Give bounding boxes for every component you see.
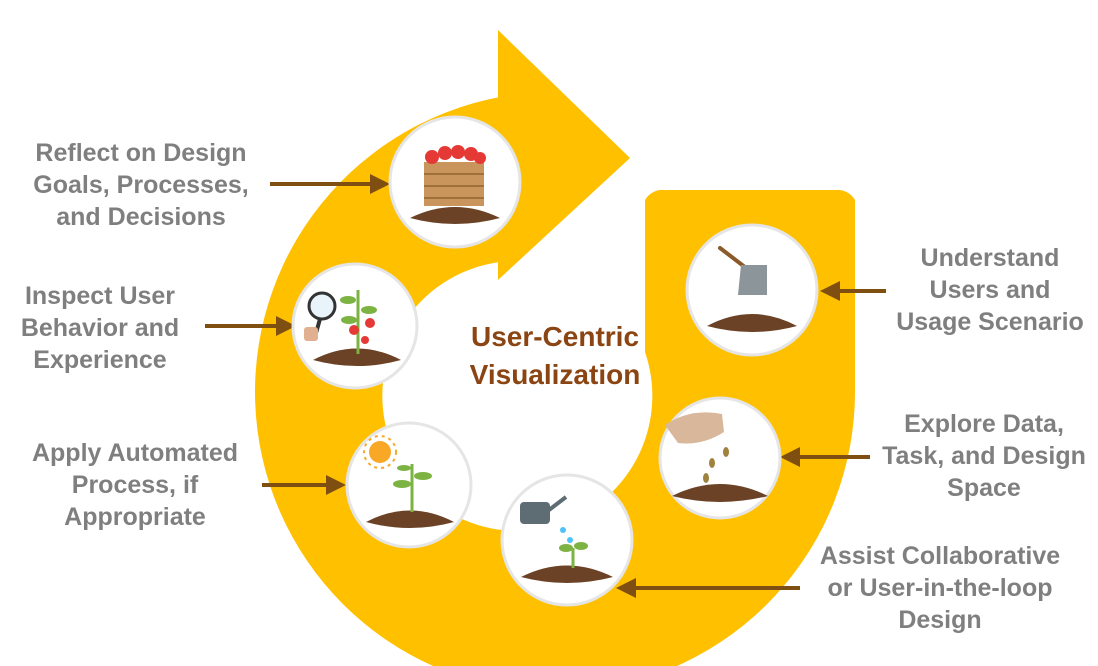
hoe-icon — [718, 246, 767, 295]
sun-icon — [363, 435, 397, 469]
plant — [393, 464, 432, 512]
stage-circle-explore — [658, 396, 782, 520]
stage-circle-inspect — [291, 262, 419, 390]
stage-circle-apply — [345, 421, 473, 549]
connector-arrows — [205, 174, 886, 598]
stage-label-explore: Explore Data, Task, and Design Space — [882, 410, 1086, 502]
stage-label-assist: Assist Collaborative or User-in-the-loop… — [819, 542, 1061, 634]
soil-mound — [410, 207, 500, 224]
harvest-basket-icon — [424, 145, 486, 206]
stage-circle-reflect — [388, 115, 522, 249]
stage-label-reflect: Reflect on Design Goals, Processes, and … — [33, 139, 249, 231]
soil-mound — [707, 314, 797, 332]
soil-mound — [521, 565, 613, 583]
soil-mound — [366, 510, 454, 528]
ring-arrow-head — [498, 30, 630, 280]
center-title: User-Centric Visualization — [469, 321, 641, 390]
plant — [340, 290, 377, 354]
magnifier-icon — [304, 291, 337, 341]
stage-label-understand: Understand Users and Usage Scenario — [896, 244, 1084, 336]
stage-circle-assist — [500, 473, 634, 607]
sprout — [559, 542, 588, 568]
stage-label-apply: Apply Automated Process, if Appropriate — [31, 439, 239, 531]
stage-label-inspect: Inspect User Behavior and Experience — [20, 282, 180, 374]
stage-circle-understand — [685, 223, 819, 357]
watering-can-icon — [520, 495, 573, 543]
seed-sowing-icon — [665, 412, 729, 483]
soil-mound — [313, 348, 401, 366]
soil-mound — [672, 484, 768, 502]
